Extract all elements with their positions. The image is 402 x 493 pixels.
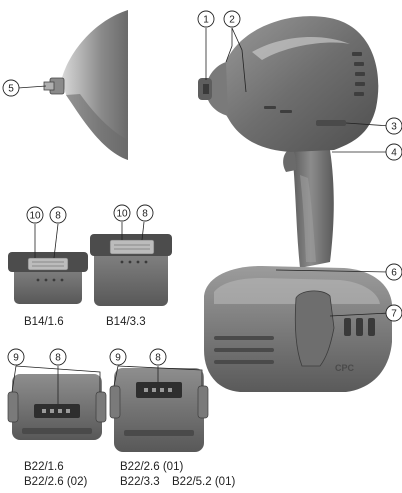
battery-b22-16 — [7, 374, 107, 440]
svg-text:8: 8 — [55, 211, 61, 222]
battery-b14-33 — [90, 234, 172, 306]
svg-text:4: 4 — [391, 148, 397, 159]
callout-4: 4 — [385, 143, 402, 161]
label-b22-33: B22/3.3 — [120, 476, 160, 488]
callout-3: 3 — [385, 117, 402, 135]
callout-10a: 10 — [26, 206, 44, 224]
callout-7: 7 — [385, 304, 402, 322]
svg-text:5: 5 — [8, 84, 14, 95]
svg-text:9: 9 — [115, 353, 121, 364]
brand-mark: CPC — [335, 363, 355, 373]
callout-5: 5 — [2, 79, 20, 97]
svg-text:10: 10 — [116, 209, 128, 220]
svg-text:6: 6 — [391, 268, 397, 279]
label-b14-16: B14/1.6 — [24, 316, 64, 328]
label-b22-26-02: B22/2.6 (02) — [24, 476, 88, 488]
svg-text:9: 9 — [13, 353, 19, 364]
label-b14-33: B14/3.3 — [106, 316, 146, 328]
callout-8d: 8 — [149, 348, 167, 366]
svg-text:3: 3 — [391, 122, 397, 133]
svg-text:2: 2 — [229, 15, 235, 26]
callout-8a: 8 — [49, 206, 67, 224]
svg-text:8: 8 — [142, 209, 148, 220]
label-b22-26-01: B22/2.6 (01) — [120, 461, 184, 473]
callout-8c: 8 — [49, 348, 67, 366]
svg-text:7: 7 — [391, 309, 397, 320]
callout-8b: 8 — [136, 204, 154, 222]
label-b22-52-01: B22/5.2 (01) — [172, 476, 236, 488]
svg-text:1: 1 — [203, 15, 209, 26]
svg-text:8: 8 — [155, 353, 161, 364]
callout-2: 2 — [223, 10, 241, 28]
callout-10b: 10 — [113, 204, 131, 222]
label-b22-16: B22/1.6 — [24, 461, 64, 473]
battery-b22-26-01 — [109, 368, 209, 452]
callout-6: 6 — [385, 263, 402, 281]
battery-b14-16 — [8, 252, 88, 304]
callout-9b: 9 — [109, 348, 127, 366]
svg-text:10: 10 — [29, 211, 41, 222]
leader-lines — [11, 27, 391, 404]
callout-1: 1 — [197, 10, 215, 28]
svg-text:8: 8 — [55, 353, 61, 364]
nose-detail — [43, 10, 128, 160]
impact-wrench-tool: CPC — [198, 16, 392, 392]
callout-9a: 9 — [7, 348, 25, 366]
